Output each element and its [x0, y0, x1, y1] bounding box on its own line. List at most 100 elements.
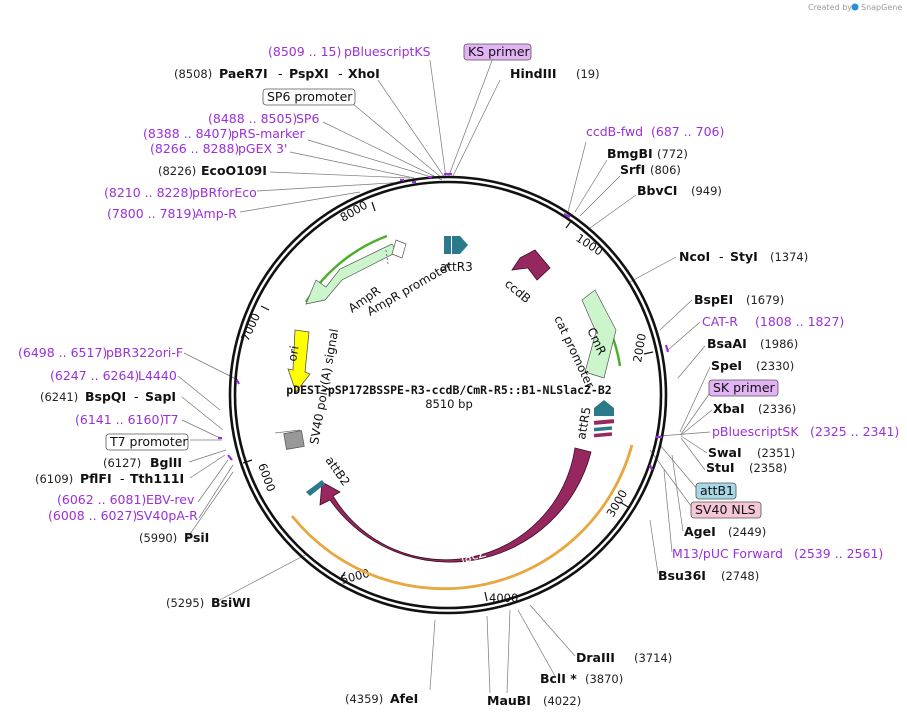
tth111i-name: Tth111I: [130, 471, 184, 486]
bsaai-name: BsaAI: [707, 336, 747, 351]
tick-label-2000: 2000: [630, 332, 649, 363]
pbr322ori-name: pBR322ori-F: [106, 345, 183, 360]
m13-name: M13/pUC Forward: [672, 546, 783, 561]
stui-pos: (2358): [749, 461, 787, 475]
hindiii-pos: (19): [576, 67, 600, 81]
sp6-promoter-box: [262, 88, 356, 106]
sapi-name: SapI: [145, 389, 176, 404]
maubi-name: MauBI: [487, 693, 531, 708]
attR5-feature: attR5: [574, 400, 615, 441]
cat-promoter-label: cat promoter: [551, 313, 597, 390]
ncoi-sep: -: [719, 249, 724, 264]
catr-pos: (1808 .. 1827): [755, 314, 844, 329]
ampr-primer-name: Amp-R: [195, 206, 237, 221]
maubi-pos: (4022): [543, 694, 581, 708]
prs-name: pRS-marker: [231, 126, 306, 141]
attR3-feature: attR3: [440, 236, 473, 274]
bspei-pos: (1679): [746, 293, 784, 307]
spei-name: SpeI: [711, 358, 742, 373]
ks-primer-label: KS primer: [468, 44, 531, 59]
plasmid-name: pDEST-pSP172BSSPE-R3-ccdB/CmR-R5::B1-NLS…: [286, 383, 611, 397]
paer7i-pos: (8508): [174, 67, 212, 81]
spei-pos: (2330): [756, 359, 794, 373]
pflfi-sep: -: [120, 471, 125, 486]
pbr322ori-pos: (6498 .. 6517): [18, 345, 107, 360]
sp6-pos: (8488 .. 8505): [208, 111, 297, 126]
ncoi-pos: (1374): [770, 250, 808, 264]
bsaai-pos: (1986): [760, 337, 798, 351]
bspqi-pos: (6241): [40, 390, 78, 404]
attb1-box: [695, 482, 737, 500]
pbluescriptsk-pos: (2325 .. 2341): [810, 424, 899, 439]
labels-left: (5990) PsiI (6008 .. 6027) SV40pA-R (606…: [18, 345, 209, 545]
bsiwi-pos: (5295): [166, 596, 204, 610]
pbrforeco-pos: (8210 .. 8228): [104, 185, 193, 200]
pgex-pos: (8266 .. 8288): [150, 141, 239, 156]
prs-pos: (8388 .. 8407): [143, 126, 232, 141]
psti-pos: (5990): [139, 531, 177, 545]
catr-name: CAT-R: [702, 314, 738, 329]
bbvci-pos: (949): [691, 184, 722, 198]
attB2-label: attB2: [323, 454, 353, 489]
ccdb-fwd-name: ccdB-fwd: [586, 124, 643, 139]
ampr-primer-pos: (7800 .. 7819): [107, 206, 196, 221]
lacZ-label: lacZ: [459, 546, 487, 566]
ori-feature: ori: [285, 329, 311, 393]
paer7i-sep2: -: [338, 66, 343, 81]
pflfi-name: PflFI: [80, 471, 112, 486]
ori-label: ori: [285, 345, 301, 363]
scale-ticks: [242, 201, 654, 602]
bcli-pos: (3870): [585, 672, 623, 686]
bspei-name: BspEI: [694, 292, 733, 307]
m13-pos: (2539 .. 2561): [794, 546, 883, 561]
bsu36i-pos: (2748): [721, 569, 759, 583]
draiii-pos: (3714): [634, 651, 672, 665]
sk-primer-box: [708, 379, 779, 397]
paer7i-sep1: -: [278, 66, 283, 81]
bspqi-name: BspQI: [85, 389, 126, 404]
leader-lines: [177, 57, 713, 694]
xbai-pos: (2336): [758, 402, 796, 416]
ccdb-fwd-pos: (687 .. 706): [651, 124, 724, 139]
pbluescriptks-name: pBluescriptKS: [344, 44, 431, 59]
afei-name: AfeI: [390, 691, 418, 706]
tick-label-3000: 3000: [603, 487, 630, 519]
xbai-name: XbaI: [713, 401, 745, 416]
labels-top: (8509 .. 15) pBluescriptKS KS primer (85…: [104, 43, 600, 221]
l4440-pos: (6247 .. 6264): [50, 368, 139, 383]
ncoi-name: NcoI: [679, 249, 710, 264]
pbluescriptsk-name: pBluescriptSK: [712, 424, 799, 439]
sk-primer-label: SK primer: [713, 380, 776, 395]
afei-pos: (4359): [345, 692, 383, 706]
styi-name: StyI: [730, 249, 758, 264]
bglii-pos: (6127): [103, 456, 141, 470]
paer7i-name: PaeR7I: [219, 66, 268, 81]
bsiwi-name: BsiWI: [211, 595, 251, 610]
ebv-rev-name: EBV-rev: [146, 492, 195, 507]
snapgene-logo-icon: [851, 3, 859, 11]
credit-prefix: Created by: [808, 3, 852, 12]
ccdB-feature: ccdB: [502, 249, 551, 306]
lacZ-feature: lacZ: [290, 444, 634, 591]
sv40-nls-box: [690, 501, 762, 519]
plasmid-size: 8510 bp: [425, 397, 473, 411]
ecoo109i-pos: (8226): [158, 164, 196, 178]
ccdB-label: ccdB: [502, 277, 533, 306]
bsu36i-name: Bsu36I: [658, 568, 706, 583]
CmR-feature: CmR cat promoter: [551, 289, 622, 390]
sp6-name: SP6: [296, 111, 319, 126]
pgex-name: pGEX 3': [238, 141, 287, 156]
ecoo109i-name: EcoO109I: [201, 163, 267, 178]
swai-name: SwaI: [708, 445, 742, 460]
srfi-pos: (806): [650, 163, 681, 177]
attb1-label: attB1: [700, 483, 734, 498]
agei-pos: (2449): [728, 525, 766, 539]
tick-label-6000: 6000: [255, 461, 278, 493]
srfi-name: SrfI: [620, 162, 645, 177]
t7-promoter-box: [105, 433, 189, 451]
bspqi-sep: -: [134, 389, 139, 404]
ks-primer-box: [463, 43, 532, 61]
bbvci-name: BbvCI: [637, 183, 677, 198]
tick-label-8000: 8000: [338, 198, 370, 225]
